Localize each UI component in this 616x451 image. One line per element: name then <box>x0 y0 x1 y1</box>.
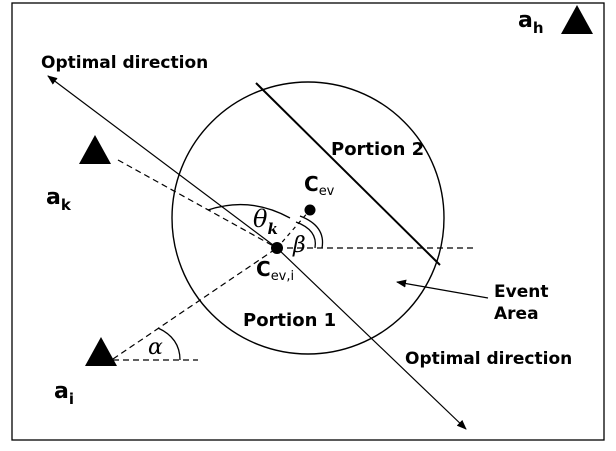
dashed-line-ak <box>117 159 278 249</box>
optimal-direction-line <box>47 75 278 249</box>
anchor-h-triangle <box>561 5 593 34</box>
optimal-direction-label-bottom: Optimal direction <box>405 349 572 369</box>
event-area-circle <box>171 81 445 355</box>
cevi-point <box>271 242 283 254</box>
cev-point <box>304 204 316 216</box>
theta-k-label: θk <box>253 205 278 238</box>
beta-angle-arc-outer <box>299 215 324 249</box>
dashed-line-to-cev <box>276 209 311 249</box>
optimal-direction-line-lower <box>276 247 467 430</box>
alpha-angle-arc <box>157 327 181 361</box>
anchor-i-triangle <box>85 337 117 366</box>
portion-2-label: Portion 2 <box>331 139 424 160</box>
event-area-label-line1: Event <box>494 282 548 302</box>
beta-label: β <box>292 233 306 258</box>
event-area-label-line2: Area <box>494 304 539 324</box>
beta-angle-arc-inner <box>295 221 317 249</box>
anchor-h-label: ah <box>518 8 544 37</box>
optimal-direction-label-top: Optimal direction <box>41 53 208 73</box>
cevi-label: Cev,i <box>256 257 294 284</box>
alpha-label: α <box>148 335 163 360</box>
anchor-k-label: ak <box>46 185 72 214</box>
theta-angle-arc <box>207 203 291 219</box>
portion-1-label: Portion 1 <box>243 310 336 331</box>
event-area-pointer-arrow <box>396 279 489 299</box>
cev-label: Cev <box>304 172 335 199</box>
anchor-k-triangle <box>79 135 111 164</box>
anchor-i-label: ai <box>54 379 74 408</box>
portion-divider-chord <box>255 82 441 266</box>
dashed-line-ai <box>112 247 278 360</box>
frame-border <box>11 2 605 441</box>
